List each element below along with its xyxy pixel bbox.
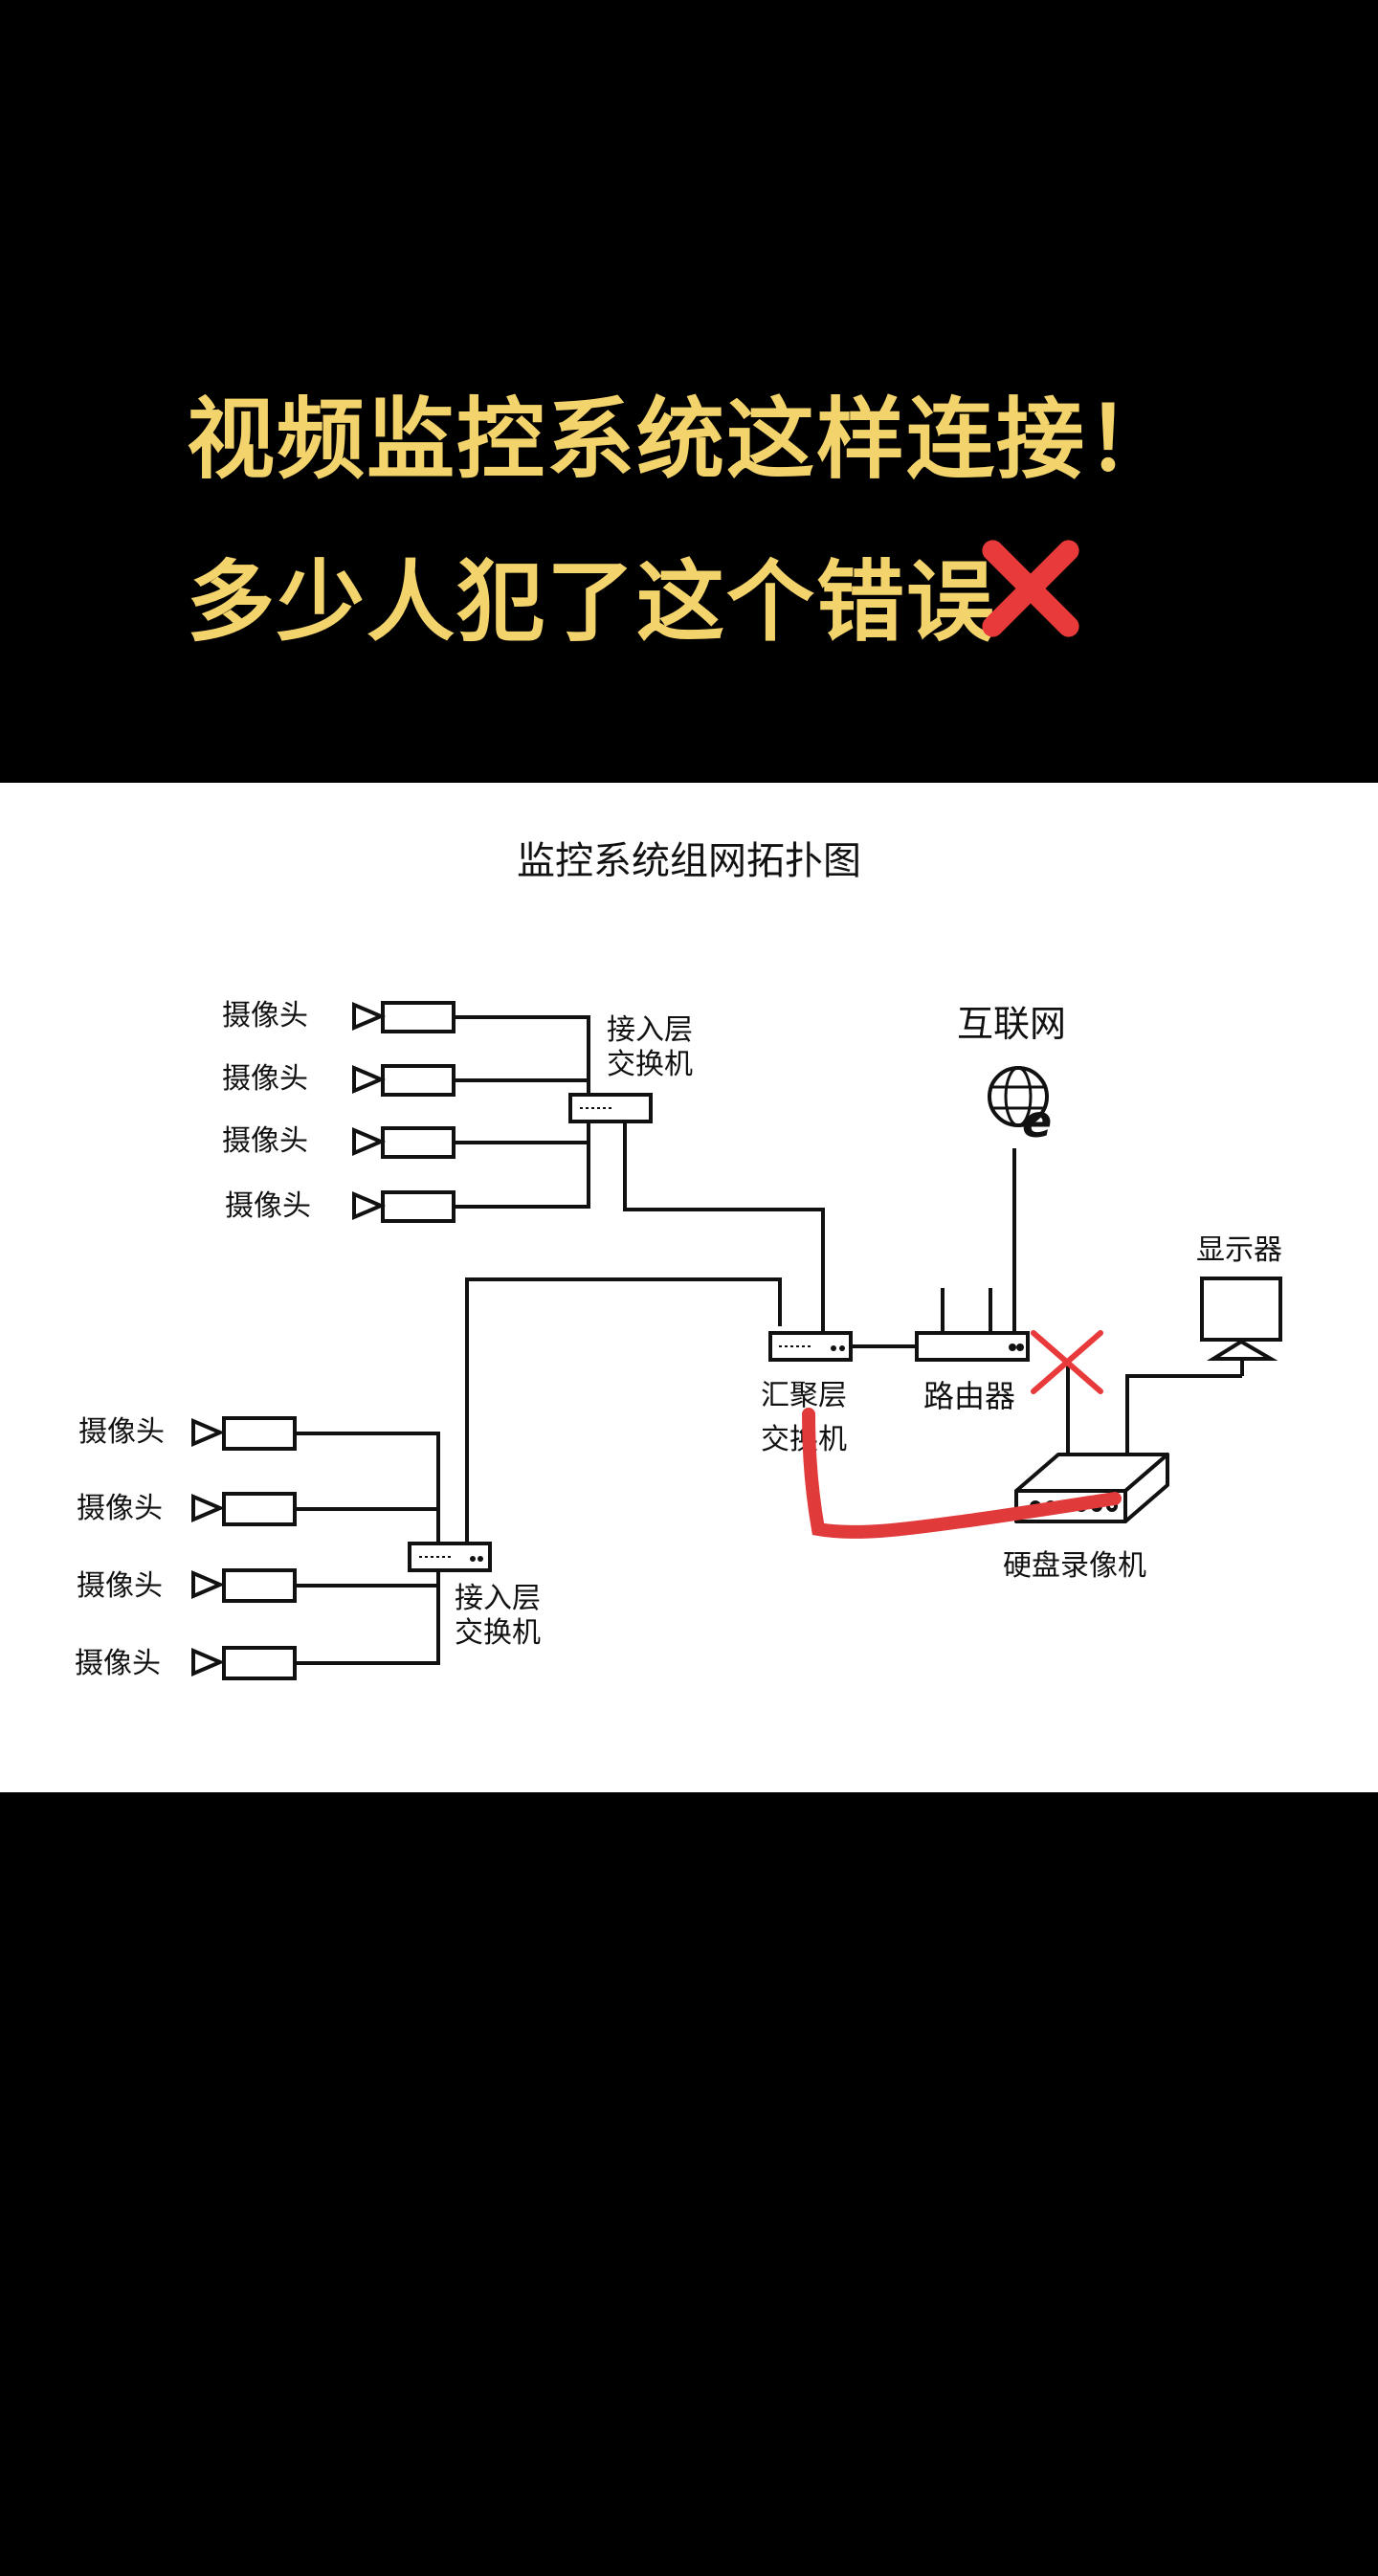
camera-label: 摄像头 — [75, 1647, 161, 1680]
camera — [191, 1646, 297, 1680]
wrong-connection-mark — [1031, 1330, 1103, 1394]
camera — [352, 1064, 456, 1097]
diagram-title: 监控系统组网拓扑图 — [517, 839, 861, 883]
camera-label: 摄像头 — [77, 1492, 163, 1525]
monitor-nvr-cable — [1125, 1374, 1242, 1453]
camera-group-upper — [352, 1001, 456, 1223]
camera — [352, 1001, 456, 1033]
camera-group-lower — [191, 1416, 297, 1680]
access-switch-label: 交换机 — [455, 1616, 541, 1650]
router — [915, 1288, 1030, 1362]
aggregation-switch-label: 汇聚层 — [761, 1379, 847, 1412]
monitor-icon — [1200, 1277, 1282, 1361]
camera — [191, 1492, 297, 1526]
nvr-label: 硬盘录像机 — [1003, 1549, 1146, 1583]
topology-diagram: 监控系统组网拓扑图 摄像头 摄像头 摄像头 摄像头 接入层 交换机 — [75, 839, 1282, 1680]
camera — [191, 1416, 297, 1451]
camera-label: 摄像头 — [77, 1569, 163, 1603]
cross-mark-icon — [982, 540, 1079, 637]
headline-line-1: 视频监控系统这样连接！ — [187, 389, 1177, 491]
camera — [191, 1568, 297, 1603]
camera-label: 摄像头 — [222, 999, 308, 1033]
internet-label: 互联网 — [957, 1003, 1066, 1045]
access-switch-label: 交换机 — [607, 1048, 693, 1081]
headline-line-2: 多少人犯了这个错误 — [187, 551, 997, 654]
camera-label: 摄像头 — [225, 1189, 311, 1223]
camera-label: 摄像头 — [222, 1124, 308, 1158]
access-switch-label: 接入层 — [607, 1013, 693, 1047]
monitor-label: 显示器 — [1196, 1233, 1282, 1267]
camera — [352, 1126, 456, 1159]
camera — [352, 1190, 456, 1223]
topology-panel: 监控系统组网拓扑图 摄像头 摄像头 摄像头 摄像头 接入层 交换机 — [0, 783, 1378, 1792]
access-switch-upper — [568, 1093, 653, 1123]
access-switch-label: 接入层 — [455, 1582, 541, 1615]
correct-connection-line — [802, 1408, 1122, 1539]
aggregation-switch — [768, 1331, 853, 1362]
internet-explorer-icon: e — [988, 1066, 1052, 1147]
access-switch-lower — [408, 1542, 492, 1572]
camera-label: 摄像头 — [78, 1415, 165, 1449]
router-label: 路由器 — [923, 1378, 1015, 1414]
upper-camera-cables — [454, 1015, 825, 1333]
camera-label: 摄像头 — [222, 1062, 308, 1096]
svg-text:e: e — [1022, 1096, 1052, 1147]
